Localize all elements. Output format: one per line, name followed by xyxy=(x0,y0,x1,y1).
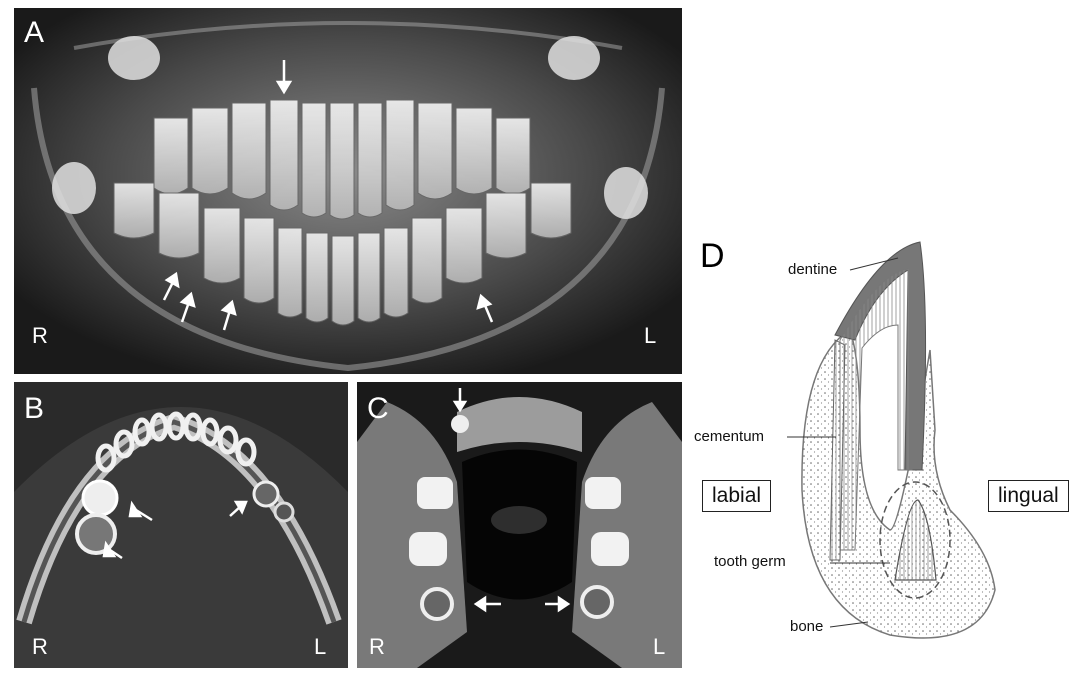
right-side-label-c: R xyxy=(369,634,385,659)
tooth-schematic: dentine cementum tooth germ bone xyxy=(690,230,1080,670)
panoramic-xray-drawing xyxy=(14,8,682,374)
cementum-label: cementum xyxy=(694,428,765,445)
tooth-germ-label: tooth germ xyxy=(714,553,786,570)
left-side-label-c: L xyxy=(653,634,666,659)
tooth-germ-sac xyxy=(879,481,951,599)
dentine-label: dentine xyxy=(788,261,838,278)
labial-label: labial xyxy=(702,480,772,512)
panel-letter-a: A xyxy=(24,16,45,49)
cementum-layer xyxy=(829,339,846,561)
right-side-label-b: R xyxy=(32,634,48,659)
bone-label: bone xyxy=(790,618,824,635)
arrow-markers xyxy=(162,60,494,331)
left-side-label-b: L xyxy=(314,634,327,659)
right-side-label-a: R xyxy=(32,323,48,348)
arrow-markers-c xyxy=(452,388,571,613)
arrow-markers-b xyxy=(102,500,248,560)
panel-letter-b: B xyxy=(24,392,45,425)
panel-letter-d: D xyxy=(700,237,725,275)
coronal-ct-image: C R L xyxy=(357,382,682,668)
panel-letter-c: C xyxy=(367,392,389,425)
tooth-schematic-drawing xyxy=(787,241,996,639)
lingual-label: lingual xyxy=(988,480,1069,512)
axial-ct-drawing xyxy=(14,382,348,668)
axial-ct-image: B R L xyxy=(14,382,348,668)
panoramic-radiograph: A R L xyxy=(14,8,682,374)
coronal-ct-drawing xyxy=(357,382,682,668)
left-side-label-a: L xyxy=(644,323,657,348)
tooth-germ xyxy=(894,499,937,581)
